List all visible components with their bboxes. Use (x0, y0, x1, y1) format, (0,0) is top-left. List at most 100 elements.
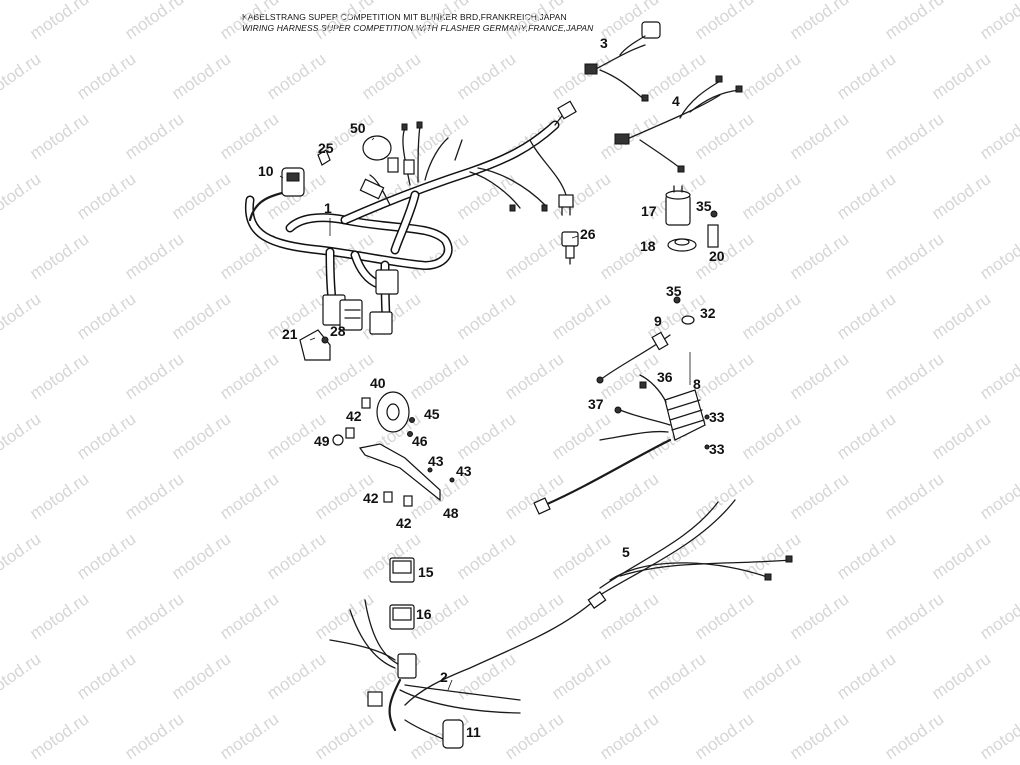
callout-36: 36 (657, 369, 673, 385)
watermark-text: motod.ru (311, 589, 377, 643)
watermark-text: motod.ru (73, 409, 139, 463)
watermark-text: motod.ru (121, 469, 187, 523)
watermark-text: motod.ru (833, 169, 899, 223)
callout-37: 37 (588, 396, 604, 412)
watermark-text: motod.ru (263, 529, 329, 583)
watermark-text: motod.ru (976, 349, 1020, 403)
watermark-text: motod.ru (928, 649, 994, 703)
watermark-text: motod.ru (453, 529, 519, 583)
watermark-text: motod.ru (168, 409, 234, 463)
watermark-text: motod.ru (311, 0, 377, 43)
watermark-text: motod.ru (0, 649, 44, 703)
callout-numbers: 3 4 50 25 10 1 17 35 26 18 20 35 32 9 21… (258, 35, 725, 740)
lower-harness (329, 499, 793, 749)
title-english: WIRING HARNESS SUPER COMPETITION WITH FL… (242, 23, 594, 33)
watermark-text: motod.ru (73, 289, 139, 343)
watermark-text: motod.ru (216, 349, 282, 403)
watermark-text: motod.ru (548, 49, 614, 103)
watermark-text: motod.ru (738, 649, 804, 703)
callout-50: 50 (350, 120, 366, 136)
callout-4: 4 (672, 93, 680, 109)
watermark-text: motod.ru (691, 709, 757, 763)
watermark-text: motod.ru (786, 589, 852, 643)
watermark-text: motod.ru (643, 529, 709, 583)
watermark-text: motod.ru (928, 49, 994, 103)
watermark-text: motod.ru (881, 709, 947, 763)
watermark-text: motod.ru (786, 229, 852, 283)
callout-3: 3 (600, 35, 608, 51)
watermark-text: motod.ru (26, 109, 92, 163)
watermark-text: motod.ru (501, 589, 567, 643)
watermark-text: motod.ru (121, 109, 187, 163)
callout-28: 28 (330, 323, 346, 339)
callout-10: 10 (258, 163, 274, 179)
callout-35-top: 35 (696, 198, 712, 214)
callout-16: 16 (416, 606, 432, 622)
cable-9 (596, 296, 695, 384)
watermark-text: motod.ru (168, 649, 234, 703)
ignition-switch (248, 167, 305, 222)
watermark-text: motod.ru (311, 709, 377, 763)
callout-35-mid: 35 (666, 283, 682, 299)
watermark-text: motod.ru (263, 649, 329, 703)
watermark-text: motod.ru (406, 0, 472, 43)
callout-1: 1 (324, 200, 332, 216)
callout-43-left: 43 (428, 453, 444, 469)
watermark-text: motod.ru (73, 169, 139, 223)
watermark-text: motod.ru (121, 589, 187, 643)
cable-3 (584, 21, 661, 102)
watermark-text: motod.ru (26, 0, 92, 43)
callout-32: 32 (700, 305, 716, 321)
watermark-text: motod.ru (501, 349, 567, 403)
watermark-text: motod.ru (121, 229, 187, 283)
watermark-text: motod.ru (976, 469, 1020, 523)
callout-43-right: 43 (456, 463, 472, 479)
watermark-text: motod.ru (833, 649, 899, 703)
watermark-text: motod.ru (0, 529, 44, 583)
watermark-text: motod.ru (786, 0, 852, 43)
watermark-text: motod.ru (501, 229, 567, 283)
watermark-text: motod.ru (26, 349, 92, 403)
watermark-text: motod.ru (881, 229, 947, 283)
watermark-text: motod.ru (881, 469, 947, 523)
watermark-text: motod.ru (976, 709, 1020, 763)
watermark-text: motod.ru (26, 469, 92, 523)
watermark-text: motod.ru (26, 589, 92, 643)
watermark-text: motod.ru (833, 49, 899, 103)
watermark-text: motod.ru (928, 169, 994, 223)
watermark-text: motod.ru (406, 109, 472, 163)
callout-40: 40 (370, 375, 386, 391)
watermark-text: motod.ru (786, 109, 852, 163)
watermark-text: motod.ru (263, 49, 329, 103)
watermark-text: motod.ru (881, 589, 947, 643)
watermark-text: motod.ru (786, 709, 852, 763)
callout-2: 2 (440, 669, 448, 685)
watermark-text: motod.ru (548, 649, 614, 703)
title-german: KABELSTRANG SUPER COMPETITION MIT BLINKE… (242, 12, 567, 22)
watermark-text: motod.ru (168, 49, 234, 103)
watermark-text: motod.ru (881, 0, 947, 43)
watermark-text: motod.ru (548, 409, 614, 463)
watermark-text: motod.ru (121, 349, 187, 403)
watermark-text: motod.ru (548, 529, 614, 583)
bulb-and-ring (317, 135, 392, 166)
callout-33-top: 33 (709, 409, 725, 425)
watermark-text: motod.ru (691, 109, 757, 163)
bracket-21 (299, 329, 331, 361)
watermark-text: motod.ru (738, 409, 804, 463)
callout-42-top: 42 (346, 408, 362, 424)
callout-26: 26 (580, 226, 596, 242)
watermark-text: motod.ru (596, 709, 662, 763)
callout-48: 48 (443, 505, 459, 521)
watermark-text: motod.ru (976, 0, 1020, 43)
watermark-text: motod.ru (168, 289, 234, 343)
watermark-text: motod.ru (168, 529, 234, 583)
watermark-text: motod.ru (833, 409, 899, 463)
callout-46: 46 (412, 433, 428, 449)
watermark-text: motod.ru (833, 289, 899, 343)
watermark-text: motod.ru (0, 49, 44, 103)
watermark-text: motod.ru (976, 229, 1020, 283)
watermark-text: motod.ru (168, 169, 234, 223)
